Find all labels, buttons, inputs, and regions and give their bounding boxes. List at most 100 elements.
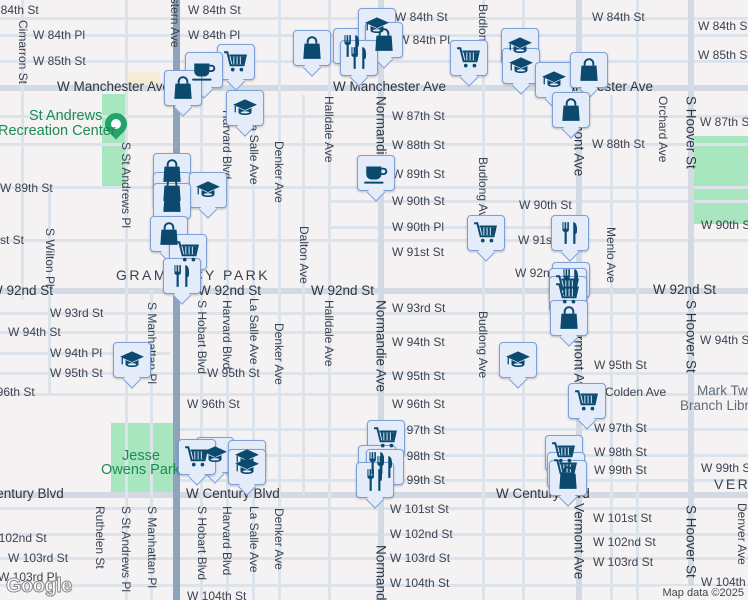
label-w94th-st-east: W 94th St: [700, 333, 748, 347]
poi-marker-school[interactable]: [228, 449, 266, 485]
label-w93rd-st-left: W 93rd St: [50, 306, 104, 320]
label-st-andrews-1[interactable]: St Andrews: [29, 108, 103, 124]
poi-marker-school[interactable]: [226, 90, 264, 126]
label-w91st-st-left: W 91st St: [0, 233, 25, 247]
label-w102nd-st-left: W 102nd St: [0, 531, 47, 545]
st-andrews-park-area: [102, 94, 126, 186]
road-manchester: [0, 85, 748, 91]
shopping-bag-icon: [159, 158, 185, 184]
label-w84th-pl-mid: W 84th Pl: [398, 33, 451, 47]
school-icon: [507, 33, 533, 59]
poi-marker-shopping-bag[interactable]: [164, 70, 202, 106]
label-cimarron: Cimarron St: [16, 20, 30, 85]
label-dalton: Dalton Ave: [297, 226, 311, 284]
label-hoover: S Hoover St: [683, 505, 699, 578]
label-w99th-st-far: W 99th St: [701, 461, 748, 475]
label-w92nd-st-mid: W 92nd St: [311, 283, 375, 298]
label-w99th-st: W 99th St: [392, 473, 445, 487]
poi-marker-shopping-bag[interactable]: [550, 300, 588, 336]
shopping-bag-icon: [555, 465, 581, 491]
poi-marker-shopping-bag[interactable]: [153, 183, 191, 219]
poi-marker-school[interactable]: [502, 48, 540, 84]
grocery-icon: [555, 281, 581, 307]
shopping-bag-icon: [156, 221, 182, 247]
label-vermont-vista: VER: [714, 476, 748, 492]
google-logo[interactable]: Google: [6, 575, 73, 598]
poi-marker-shopping-bag[interactable]: [153, 153, 191, 189]
label-w96th-st: W 96th St: [392, 397, 445, 411]
poi-marker-restaurant[interactable]: [340, 40, 378, 76]
road-dalton: [302, 95, 305, 495]
poi-marker-grocery[interactable]: [169, 234, 207, 270]
poi-marker-shopping-bag[interactable]: [365, 22, 403, 58]
poi-marker-coffee[interactable]: [185, 52, 223, 88]
label-w95th-st-east: W 95th St: [594, 358, 647, 372]
label-w94th-st-left: W 94th St: [8, 325, 61, 339]
poi-marker-restaurant[interactable]: [163, 258, 201, 294]
label-w101st-st-east: W 101st St: [593, 511, 652, 525]
label-w102nd-st-east: W 102nd St: [593, 535, 656, 549]
label-w95th-st-mid: W 95th St: [207, 366, 260, 380]
label-w92nd-st-west: W 92nd St: [198, 283, 262, 298]
label-halldale: Halldale Ave: [322, 300, 336, 367]
poi-marker-shopping-bag[interactable]: [552, 92, 590, 128]
poi-marker-grocery[interactable]: [367, 420, 405, 456]
label-w90th-st: W 90th St: [392, 194, 445, 208]
poi-marker-grocery[interactable]: [450, 40, 488, 76]
label-harvard-top: Harvard Blvd: [220, 110, 234, 180]
label-w88th-st-east: W 88th St: [592, 137, 645, 151]
shopping-bag-icon: [556, 305, 582, 331]
label-w91st-st: W 91st St: [392, 245, 445, 259]
label-jesse-owens-1[interactable]: Jesse: [122, 448, 160, 464]
poi-marker-shopping-bag[interactable]: [293, 30, 331, 66]
label-w103rd-pl: W 103rd Pl: [0, 570, 58, 584]
label-w84th-st-mid: W 84th St: [395, 10, 448, 24]
label-denver: Denver Ave: [735, 503, 748, 565]
restaurant-icon: [362, 467, 388, 493]
road-w97th-st: [180, 428, 748, 431]
poi-marker-grocery[interactable]: [467, 215, 505, 251]
road-denker: [278, 0, 281, 600]
label-manchester-west: W Manchester Ave: [57, 79, 171, 94]
poi-marker-school[interactable]: [535, 62, 573, 98]
label-w92nd-st-left: W 92nd St: [0, 283, 54, 298]
label-mark-twain-2: Branch Library: [680, 398, 748, 413]
label-la-salle: La Salle Ave: [247, 298, 261, 365]
poi-marker-grocery[interactable]: [178, 439, 216, 475]
poi-marker-restaurant[interactable]: [356, 462, 394, 498]
label-w87th-st: W 87th St: [392, 109, 445, 123]
map-attribution[interactable]: Map data ©2025: [658, 586, 748, 600]
poi-marker-grocery[interactable]: [568, 383, 606, 419]
label-colden: Colden Ave: [605, 385, 667, 399]
shopping-bag-icon: [558, 97, 584, 123]
road-halldale: [328, 0, 331, 600]
label-w98th-st: W 98th St: [392, 449, 445, 463]
label-st-andrews-pl-bottom: S St Andrews Pl: [119, 506, 133, 593]
label-halldale-top: Halldale Ave: [322, 96, 336, 163]
label-denker: Denker Ave: [272, 323, 286, 385]
poi-marker-school[interactable]: [499, 342, 537, 378]
poi-marker-shopping-bag[interactable]: [549, 460, 587, 496]
label-w85th-st-far: W 85th St: [698, 48, 748, 62]
label-st-andrews-2[interactable]: Recreation Center: [0, 123, 116, 139]
label-w84th-st-left: W 84th St: [0, 3, 39, 17]
park-area-east: [694, 136, 748, 224]
label-w89th-st-left: W 89th St: [0, 181, 53, 195]
poi-marker-grocery[interactable]: [217, 44, 255, 80]
label-jesse-owens-2[interactable]: Owens Park: [101, 462, 180, 478]
label-w102nd-st: W 102nd St: [390, 527, 453, 541]
label-hoover-mid: S Hoover St: [683, 300, 699, 373]
grocery-icon: [456, 45, 482, 71]
road-w88th-st: [0, 143, 748, 146]
poi-marker-restaurant[interactable]: [551, 215, 589, 251]
road-wilton: [48, 186, 51, 396]
poi-marker-coffee[interactable]: [357, 155, 395, 191]
poi-marker-shopping-bag[interactable]: [570, 52, 608, 88]
poi-marker-grocery[interactable]: [549, 276, 587, 312]
label-orchard: Orchard Ave: [656, 96, 670, 163]
poi-marker-school[interactable]: [189, 172, 227, 208]
label-w95th-st: W 95th St: [392, 369, 445, 383]
label-denker-top: Denker Ave: [272, 141, 286, 203]
poi-marker-school[interactable]: [113, 342, 151, 378]
